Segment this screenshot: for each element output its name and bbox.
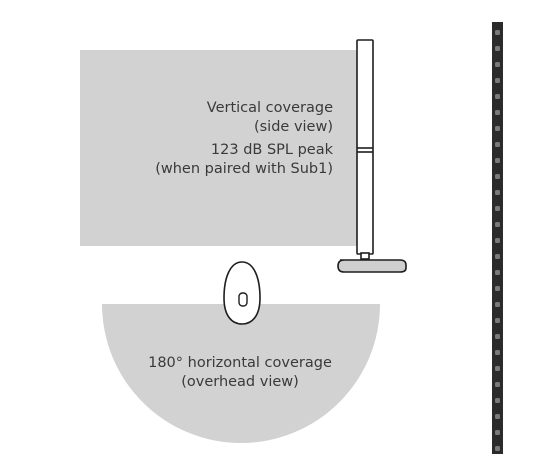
vertical-coverage-view-label: (side view)	[253, 119, 333, 135]
strip-driver-mark	[495, 318, 500, 323]
strip-driver-mark	[495, 174, 500, 179]
speaker-array-strip-icon	[492, 22, 503, 454]
strip-driver-mark	[495, 302, 500, 307]
strip-driver-mark	[495, 366, 500, 371]
strip-driver-mark	[495, 126, 500, 131]
horizontal-coverage-view-label: (overhead view)	[181, 374, 299, 390]
strip-driver-mark	[495, 30, 500, 35]
horizontal-coverage-area	[102, 304, 380, 443]
strip-driver-mark	[495, 206, 500, 211]
speaker-column-side-icon	[337, 39, 407, 273]
strip-driver-mark	[495, 414, 500, 419]
strip-driver-mark	[495, 270, 500, 275]
horizontal-coverage-label: 180° horizontal coverage	[148, 355, 332, 371]
vertical-coverage-label: Vertical coverage	[206, 100, 333, 116]
strip-driver-mark	[495, 110, 500, 115]
pairing-note-label: (when paired with Sub1)	[155, 161, 333, 177]
speaker-top-view-icon	[223, 261, 261, 325]
vertical-coverage-area	[80, 50, 364, 246]
strip-driver-mark	[495, 398, 500, 403]
strip-driver-mark	[495, 142, 500, 147]
spl-peak-label: 123 dB SPL peak	[210, 142, 333, 158]
strip-driver-mark	[495, 350, 500, 355]
strip-driver-mark	[495, 254, 500, 259]
strip-driver-mark	[495, 158, 500, 163]
strip-driver-mark	[495, 190, 500, 195]
strip-driver-mark	[495, 382, 500, 387]
strip-driver-mark	[495, 334, 500, 339]
strip-driver-mark	[495, 46, 500, 51]
strip-driver-mark	[495, 62, 500, 67]
strip-driver-mark	[495, 78, 500, 83]
strip-driver-mark	[495, 222, 500, 227]
strip-driver-mark	[495, 430, 500, 435]
strip-driver-mark	[495, 446, 500, 451]
strip-driver-mark	[495, 94, 500, 99]
horizontal-coverage-caption: 180° horizontal coverage (overhead view)	[140, 354, 340, 392]
vertical-coverage-caption: Vertical coverage (side view) 123 dB SPL…	[155, 99, 333, 179]
strip-driver-mark	[495, 286, 500, 291]
strip-driver-mark	[495, 238, 500, 243]
